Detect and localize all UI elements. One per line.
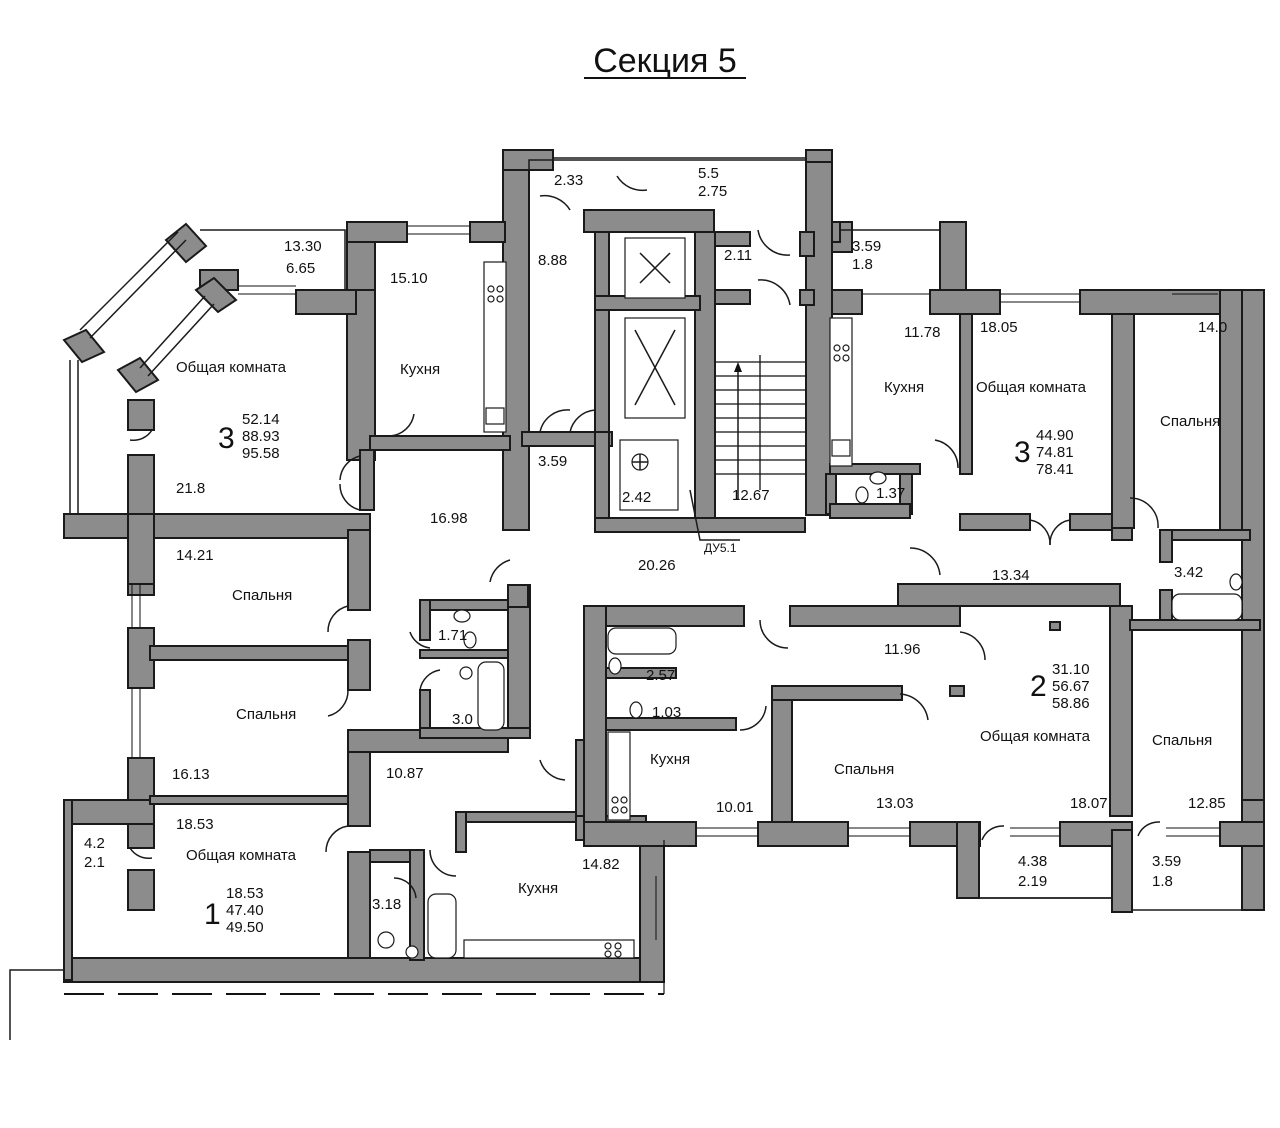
area-label: 14.82 (582, 856, 620, 873)
area-label: 2.19 (1018, 873, 1047, 890)
area-label: 2.11 (724, 247, 752, 264)
bedroom-label: Спальня (1160, 413, 1220, 430)
apartment-room-count: 3 (218, 422, 235, 455)
area-label: 4.38 (1018, 853, 1047, 870)
apartment-summary: 1 18.53 47.40 49.50 (204, 885, 264, 936)
apartment-room-count: 1 (204, 898, 221, 931)
area-label: 6.65 (286, 260, 315, 277)
area-label: 2.33 (554, 172, 583, 189)
area-label: 2.1 (84, 854, 105, 871)
area-labels: 2.33 5.5 2.75 8.88 2.11 13.30 6.65 15.10… (84, 165, 1227, 913)
apartment-total-with-balcony: 58.86 (1052, 695, 1090, 712)
apartment-room-count: 2 (1030, 670, 1047, 703)
walls (62, 149, 1265, 983)
apartment-summary: 3 44.90 74.81 78.41 (1014, 427, 1074, 478)
area-label: 10.01 (716, 799, 754, 816)
area-label: 16.98 (430, 510, 468, 527)
area-label: 3.42 (1174, 564, 1203, 581)
living-room-label: Общая комната (186, 847, 297, 864)
area-label: 11.96 (884, 641, 920, 658)
apartment-living-area: 52.14 (242, 411, 280, 428)
apartment-total-area: 88.93 (242, 428, 280, 445)
area-label: 1.37 (876, 485, 905, 502)
area-label: 3.18 (372, 896, 401, 913)
area-label: 13.03 (876, 795, 914, 812)
area-label: 21.8 (176, 480, 205, 497)
area-label: 1.71 (438, 627, 467, 644)
area-label: 18.07 (1070, 795, 1108, 812)
area-label: 16.13 (172, 766, 210, 783)
bedroom-label: Спальня (1152, 732, 1212, 749)
apartment-room-count: 3 (1014, 436, 1031, 469)
kitchen-label: Кухня (884, 379, 924, 396)
fixtures (9, 157, 1243, 1040)
apartment-living-area: 44.90 (1036, 427, 1074, 444)
apartment-total-with-balcony: 95.58 (242, 445, 280, 462)
area-label: 13.30 (284, 238, 322, 255)
area-label: 8.88 (538, 252, 567, 269)
area-label: 3.59 (1152, 853, 1181, 870)
apartment-summaries: 3 52.14 88.93 95.58 3 44.90 74.81 78.41 … (204, 411, 1090, 936)
apartment-living-area: 18.53 (226, 885, 264, 902)
apartment-total-area: 47.40 (226, 902, 264, 919)
area-label: 5.5 (698, 165, 719, 182)
area-label: 13.34 (992, 567, 1030, 584)
area-label: 18.53 (176, 816, 214, 833)
area-label: 15.10 (390, 270, 428, 287)
area-label: 2.42 (622, 489, 651, 506)
living-room-label: Общая комната (980, 728, 1091, 745)
area-label: 4.2 (84, 835, 105, 852)
kitchen-label: Кухня (400, 361, 440, 378)
area-label: 2.75 (698, 183, 727, 200)
living-room-label: Общая комната (976, 379, 1087, 396)
area-label: 14.21 (176, 547, 214, 564)
kitchen-label: Кухня (650, 751, 690, 768)
bedroom-label: Спальня (232, 587, 292, 604)
area-label: 2.57 (646, 667, 675, 684)
apartment-summary: 2 31.10 56.67 58.86 (1030, 661, 1090, 712)
apartment-total-with-balcony: 78.41 (1036, 461, 1074, 478)
area-label: 3.59 (852, 238, 881, 255)
area-label: 10.87 (386, 765, 424, 782)
area-label: 1.8 (852, 256, 873, 273)
area-label: 11.78 (904, 324, 940, 341)
room-labels: Общая комната Общая комната Общая комнат… (176, 359, 1220, 897)
riser-label: ДУ5.1 (704, 541, 737, 555)
bedroom-label: Спальня (834, 761, 894, 778)
area-label: 14.0 (1198, 319, 1227, 336)
area-label: 12.67 (732, 487, 770, 504)
apartment-summary: 3 52.14 88.93 95.58 (218, 411, 280, 462)
area-label: 18.05 (980, 319, 1018, 336)
bedroom-label: Спальня (236, 706, 296, 723)
area-label: 3.0 (452, 711, 473, 728)
area-label: 3.59 (538, 453, 567, 470)
area-label: 1.03 (652, 704, 681, 721)
apartment-total-area: 56.67 (1052, 678, 1090, 695)
area-label: 20.26 (638, 557, 676, 574)
living-room-label: Общая комната (176, 359, 287, 376)
apartment-total-area: 74.81 (1036, 444, 1074, 461)
apartment-living-area: 31.10 (1052, 661, 1090, 678)
apartment-total-with-balcony: 49.50 (226, 919, 264, 936)
area-label: 12.85 (1188, 795, 1226, 812)
plan-title: Секция 5 (593, 42, 737, 80)
area-label: 1.8 (1152, 873, 1173, 890)
kitchen-label: Кухня (518, 880, 558, 897)
